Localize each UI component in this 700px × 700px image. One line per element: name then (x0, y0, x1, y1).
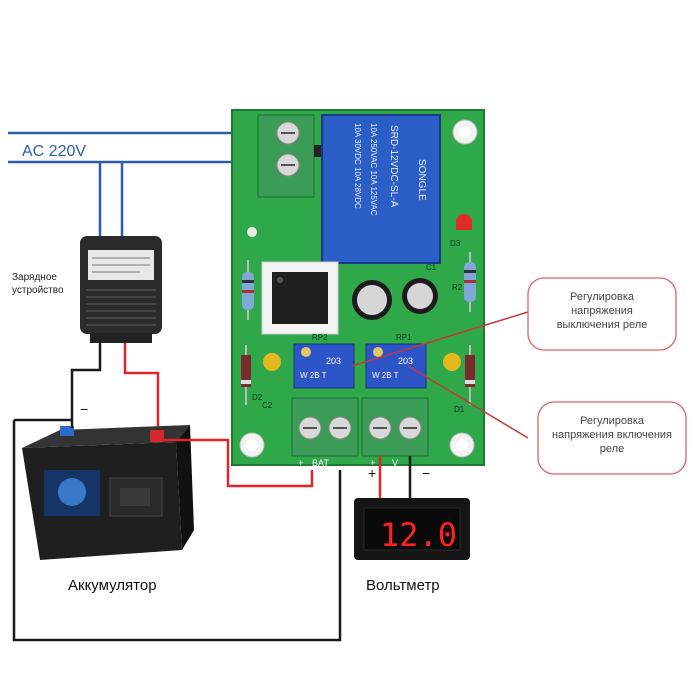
callout-on-line1: Регулировка (580, 415, 645, 427)
charger-minus-sign: − (80, 401, 88, 417)
voltmeter-label: Вольтметр (366, 577, 440, 594)
charger-adapter (80, 236, 162, 343)
relay-brand: SONGLE (416, 159, 427, 201)
c2-label: C2 (262, 401, 273, 410)
rp2-sub: W 2B T (300, 371, 327, 380)
resistor-r2 (464, 252, 476, 312)
battery-to-board-wires (12, 418, 342, 642)
terminal-block-v (361, 397, 429, 457)
charger-output-wires (70, 343, 160, 432)
capacitor-right (443, 353, 461, 371)
ac-supply-lines (8, 131, 258, 237)
charger-label-line1: Зарядное (12, 272, 57, 283)
terminal-block-bat (291, 397, 359, 457)
callout-off-line3: выключения реле (557, 319, 648, 331)
potentiometer-rp2: 203 W 2B T (293, 343, 355, 389)
diode-d1 (465, 345, 475, 405)
callout-on-connector (407, 365, 529, 439)
callout-off-box (527, 277, 677, 351)
voltmeter (354, 498, 470, 560)
d1-label: D1 (454, 405, 465, 414)
callout-on-box (537, 401, 687, 475)
c1-label: C1 (426, 263, 437, 272)
relay-rating-1: 10A 250VAC 10A 125VAC (369, 123, 378, 216)
voltmeter-minus-sign: − (422, 465, 430, 481)
ac-supply-label: AC 220V (22, 143, 86, 160)
ac-terminal-block (257, 114, 326, 198)
rp1-sub: W 2B T (372, 371, 399, 380)
battery-label: Аккумулятор (68, 577, 157, 594)
callout-on-line3: реле (600, 443, 624, 455)
charger-label-line2: устройство (12, 285, 64, 296)
capacitor-c1 (352, 278, 438, 320)
resistor-left (242, 260, 254, 320)
ic-chip (261, 261, 339, 335)
potentiometer-rp1: 203 W 2B T (365, 343, 427, 389)
led-d3 (456, 214, 472, 230)
relay-model: SRD-12VDC-SL-A (388, 125, 399, 208)
callout-off-line2: напряжения (571, 305, 633, 317)
terminal-bat-label: BAT (312, 458, 329, 468)
rp2-code: 203 (326, 356, 341, 366)
callout-on-line2: напряжения включения (552, 429, 672, 441)
d2-label: D2 (252, 393, 263, 402)
diode-d2 (241, 345, 251, 405)
terminal-v-plus: + (370, 458, 375, 468)
r2-label: R2 (452, 283, 463, 292)
rp1-code: 203 (398, 356, 413, 366)
terminal-v-label: V (392, 458, 398, 468)
rp2-label: RP2 (312, 333, 328, 342)
callout-off-line1: Регулировка (570, 291, 635, 303)
battery (22, 425, 194, 560)
callout-off-connector (351, 311, 529, 367)
capacitor-c2 (263, 353, 281, 371)
rp1-label: RP1 (396, 333, 412, 342)
voltmeter-display: 12.0 (380, 516, 457, 554)
relay: SONGLE SRD-12VDC-SL-A 10A 250VAC 10A 125… (321, 114, 441, 264)
led-label: D3 (450, 239, 461, 248)
terminal-bat-plus: + (298, 458, 303, 468)
relay-rating-2: 10A 30VDC 10A 28VDC (353, 123, 362, 209)
voltmeter-wires (378, 456, 412, 500)
voltmeter-plus-sign: + (368, 465, 376, 481)
